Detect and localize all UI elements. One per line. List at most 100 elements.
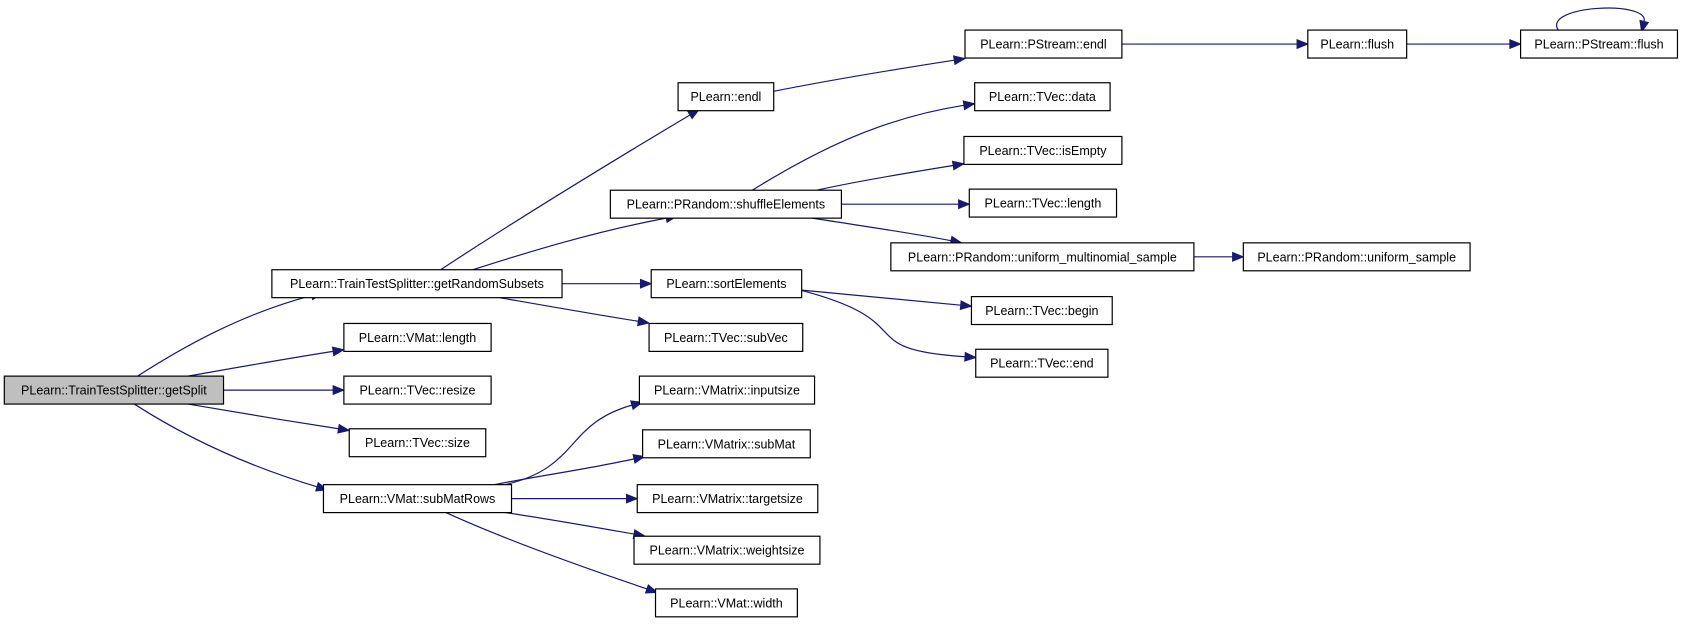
node-tvec_subVec[interactable]: PLearn::TVec::subVec [648, 322, 804, 352]
node-box[interactable] [654, 588, 798, 618]
edge-line [499, 297, 639, 322]
node-sortElements[interactable]: PLearn::sortElements [650, 269, 803, 299]
node-box[interactable] [968, 188, 1118, 218]
node-weightsize[interactable]: PLearn::VMatrix::weightsize [633, 535, 821, 565]
edge-shuffleElements-to-uniform_multinomial_sample [812, 217, 963, 246]
node-box[interactable] [3, 375, 225, 405]
node-box[interactable] [322, 484, 513, 514]
edge-line [187, 350, 334, 377]
edge-line [187, 403, 339, 430]
edge-flush-to-pstream_flush [1406, 39, 1522, 50]
edge-line [440, 114, 691, 271]
node-box[interactable] [633, 535, 821, 565]
edge-getSplit-to-getRandomSubsets [137, 290, 324, 377]
node-label: PLearn::VMat::length [359, 331, 476, 345]
node-subMat[interactable]: PLearn::VMatrix::subMat [642, 429, 811, 459]
edge-getRandomSubsets-to-shuffleElements [472, 213, 679, 271]
edge-getSplit-to-subMatRows [134, 403, 329, 492]
edge-subMatRows-to-targetsize [511, 493, 639, 504]
node-box[interactable] [343, 375, 492, 405]
node-uniform_sample[interactable]: PLearn::PRandom::uniform_sample [1242, 242, 1471, 272]
edge-line [504, 404, 633, 486]
edge-line [494, 458, 635, 486]
node-endl[interactable]: PLearn::endl [677, 82, 775, 112]
edge-subMatRows-to-vmat_width [445, 512, 659, 594]
edge-sortElements-to-tvec_begin [801, 289, 973, 311]
node-box[interactable] [609, 189, 843, 219]
node-tvec_end[interactable]: PLearn::TVec::end [975, 348, 1109, 378]
node-label: PLearn::TVec::resize [359, 384, 475, 398]
node-tvec_resize[interactable]: PLearn::TVec::resize [343, 375, 492, 405]
node-box[interactable] [348, 428, 487, 458]
node-box[interactable] [650, 269, 803, 299]
node-box[interactable] [1307, 29, 1408, 59]
node-box[interactable] [648, 322, 804, 352]
edge-uniform_multinomial_sample-to-uniform_sample [1193, 251, 1245, 262]
edge-line [445, 512, 648, 590]
arrowhead-icon [1232, 251, 1245, 262]
node-box[interactable] [1519, 29, 1679, 59]
arrowhead-icon [958, 199, 971, 210]
node-box[interactable] [636, 484, 819, 514]
node-box[interactable] [964, 29, 1123, 59]
node-tvec_data[interactable]: PLearn::TVec::data [974, 82, 1111, 112]
node-box[interactable] [343, 322, 492, 352]
edge-line [773, 59, 955, 92]
arrowhead-icon [1296, 39, 1310, 50]
node-tvec_isEmpty[interactable]: PLearn::TVec::isEmpty [963, 135, 1123, 166]
node-getSplit[interactable]: PLearn::TrainTestSplitter::getSplit [3, 375, 225, 405]
node-vmat_length[interactable]: PLearn::VMat::length [343, 322, 492, 352]
node-box[interactable] [638, 375, 816, 405]
edge-getRandomSubsets-to-sortElements [562, 278, 653, 289]
node-box[interactable] [975, 348, 1109, 378]
node-label: PLearn::VMatrix::inputsize [654, 384, 800, 398]
arrowhead-icon [964, 351, 978, 362]
edge-shuffleElements-to-tvec_length [841, 199, 971, 210]
node-box[interactable] [970, 295, 1113, 326]
arrowhead-icon [637, 316, 651, 327]
edge-getRandomSubsets-to-tvec_subVec [499, 297, 651, 327]
edge-getSplit-to-tvec_resize [223, 385, 346, 396]
arrowhead-icon [626, 493, 639, 504]
node-label: PLearn::VMatrix::subMat [658, 437, 796, 451]
node-box[interactable] [677, 82, 775, 112]
node-box[interactable] [963, 135, 1123, 166]
edge-line [812, 217, 952, 242]
edge-pstream_flush-to-pstream_flush [1555, 7, 1650, 34]
edge-line [472, 217, 667, 271]
node-pstream_endl[interactable]: PLearn::PStream::endl [964, 29, 1123, 59]
node-label: PLearn::PRandom::uniform_sample [1257, 250, 1456, 264]
arrowhead-icon [962, 100, 976, 111]
node-box[interactable] [271, 269, 563, 299]
edge-pstream_endl-to-flush [1121, 39, 1310, 50]
edge-endl-to-pstream_endl [773, 55, 967, 92]
node-box[interactable] [974, 82, 1111, 112]
node-label: PLearn::VMatrix::targetsize [652, 492, 803, 506]
edge-line [800, 289, 966, 358]
node-vmat_width[interactable]: PLearn::VMat::width [654, 588, 798, 618]
node-label: PLearn::PRandom::shuffleElements [627, 198, 826, 212]
node-getRandomSubsets[interactable]: PLearn::TrainTestSplitter::getRandomSubs… [271, 269, 563, 299]
edge-line [134, 403, 318, 488]
node-box[interactable] [642, 429, 811, 459]
node-box[interactable] [1242, 242, 1471, 272]
node-label: PLearn::TVec::length [985, 197, 1102, 211]
node-tvec_length[interactable]: PLearn::TVec::length [968, 188, 1118, 218]
edge-line [137, 294, 312, 377]
node-label: PLearn::TrainTestSplitter::getSplit [21, 384, 207, 398]
node-label: PLearn::flush [1320, 38, 1394, 52]
arrowhead-icon [951, 160, 966, 171]
node-pstream_flush[interactable]: PLearn::PStream::flush [1519, 29, 1679, 59]
node-targetsize[interactable]: PLearn::VMatrix::targetsize [636, 484, 819, 514]
node-box[interactable] [890, 242, 1195, 272]
node-inputsize[interactable]: PLearn::VMatrix::inputsize [638, 375, 816, 405]
node-uniform_multinomial_sample[interactable]: PLearn::PRandom::uniform_multinomial_sam… [890, 242, 1195, 272]
node-flush[interactable]: PLearn::flush [1307, 29, 1408, 59]
node-shuffleElements[interactable]: PLearn::PRandom::shuffleElements [609, 189, 843, 219]
node-subMatRows[interactable]: PLearn::VMat::subMatRows [322, 484, 513, 514]
node-tvec_size[interactable]: PLearn::TVec::size [348, 428, 487, 458]
node-tvec_begin[interactable]: PLearn::TVec::begin [970, 295, 1113, 326]
node-label: PLearn::TVec::end [990, 357, 1094, 371]
edge-line [801, 289, 961, 306]
